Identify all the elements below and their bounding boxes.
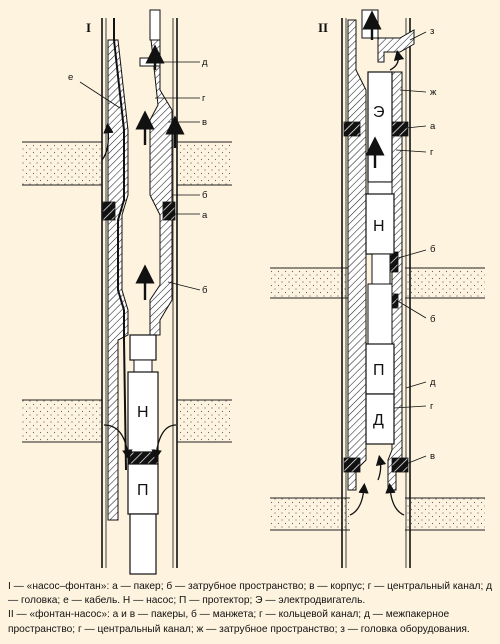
formation-layer-bottom bbox=[270, 498, 350, 530]
pump-label: Н bbox=[137, 404, 149, 421]
figure-caption: I — «насос–фонтан»: а — пакер; б — затру… bbox=[8, 580, 494, 637]
label-g1: г bbox=[430, 147, 434, 158]
flow-arrows bbox=[362, 10, 385, 168]
housing-body bbox=[387, 71, 403, 491]
protector-label: П bbox=[137, 482, 149, 499]
formation-layer-middle bbox=[270, 268, 350, 298]
formation-layer-bottom bbox=[405, 498, 485, 530]
label-d: д bbox=[430, 377, 436, 388]
label-b1: б bbox=[202, 190, 208, 201]
label-b1: б bbox=[430, 244, 436, 255]
pump-body bbox=[127, 371, 159, 453]
packer-bottom bbox=[343, 457, 361, 473]
housing-body bbox=[149, 29, 173, 336]
diagram-two: II з ж а г б б д г в Э Н П Д bbox=[270, 9, 485, 568]
protector-body bbox=[127, 463, 159, 515]
diagram-one-number: I bbox=[86, 20, 91, 35]
formation-layer-lower bbox=[22, 400, 102, 442]
caption-line-two: II — «фонтан-насос»: а и в — пакеры, б —… bbox=[8, 609, 470, 635]
formation-layer-upper bbox=[177, 142, 232, 185]
label-g2: г bbox=[430, 401, 434, 412]
motor-body bbox=[129, 513, 157, 575]
label-a-top: а bbox=[430, 121, 436, 132]
housing-body bbox=[347, 19, 367, 491]
tubing-top bbox=[361, 9, 379, 39]
label-v: в bbox=[202, 117, 207, 128]
motor-upper-body bbox=[367, 71, 393, 183]
label-v-bottom: в bbox=[430, 451, 435, 462]
caption-line-one: I — «насос–фонтан»: а — пакер; б — затру… bbox=[8, 581, 493, 607]
label-zh: ж bbox=[430, 87, 437, 98]
packer-block bbox=[162, 201, 176, 221]
head-block bbox=[139, 57, 161, 67]
motor-upper-label: Э bbox=[373, 104, 385, 121]
label-b2: б bbox=[202, 285, 208, 296]
formation-layer-upper bbox=[22, 142, 102, 185]
label-d: д bbox=[202, 57, 208, 68]
cable-line bbox=[113, 18, 127, 471]
motor-lower-body bbox=[365, 393, 395, 445]
diagram-one: I е д г в б а б Н П bbox=[22, 9, 232, 575]
label-b2: б bbox=[430, 314, 436, 325]
packer-bottom bbox=[391, 457, 409, 473]
label-a: а bbox=[202, 210, 208, 221]
motor-lower-label: Д bbox=[373, 412, 384, 429]
packer-top bbox=[343, 121, 361, 137]
label-z: з bbox=[430, 26, 434, 37]
label-e: е bbox=[68, 72, 73, 83]
flow-arrows bbox=[135, 44, 185, 300]
pump-intake bbox=[127, 451, 159, 465]
packer-block bbox=[102, 201, 116, 221]
inflow-arrows bbox=[101, 122, 177, 461]
diagram-two-number: II bbox=[318, 20, 328, 35]
pump-label: Н bbox=[373, 218, 385, 235]
label-g: г bbox=[202, 93, 206, 104]
pump-head bbox=[129, 334, 157, 361]
formation-layer-middle bbox=[405, 268, 485, 298]
inflow-arrows bbox=[349, 49, 405, 516]
packer-top bbox=[391, 121, 409, 137]
formation-layer-lower bbox=[177, 400, 232, 442]
protector-label: П bbox=[373, 362, 385, 379]
tubing-top bbox=[149, 9, 161, 41]
equipment-head bbox=[377, 29, 415, 63]
